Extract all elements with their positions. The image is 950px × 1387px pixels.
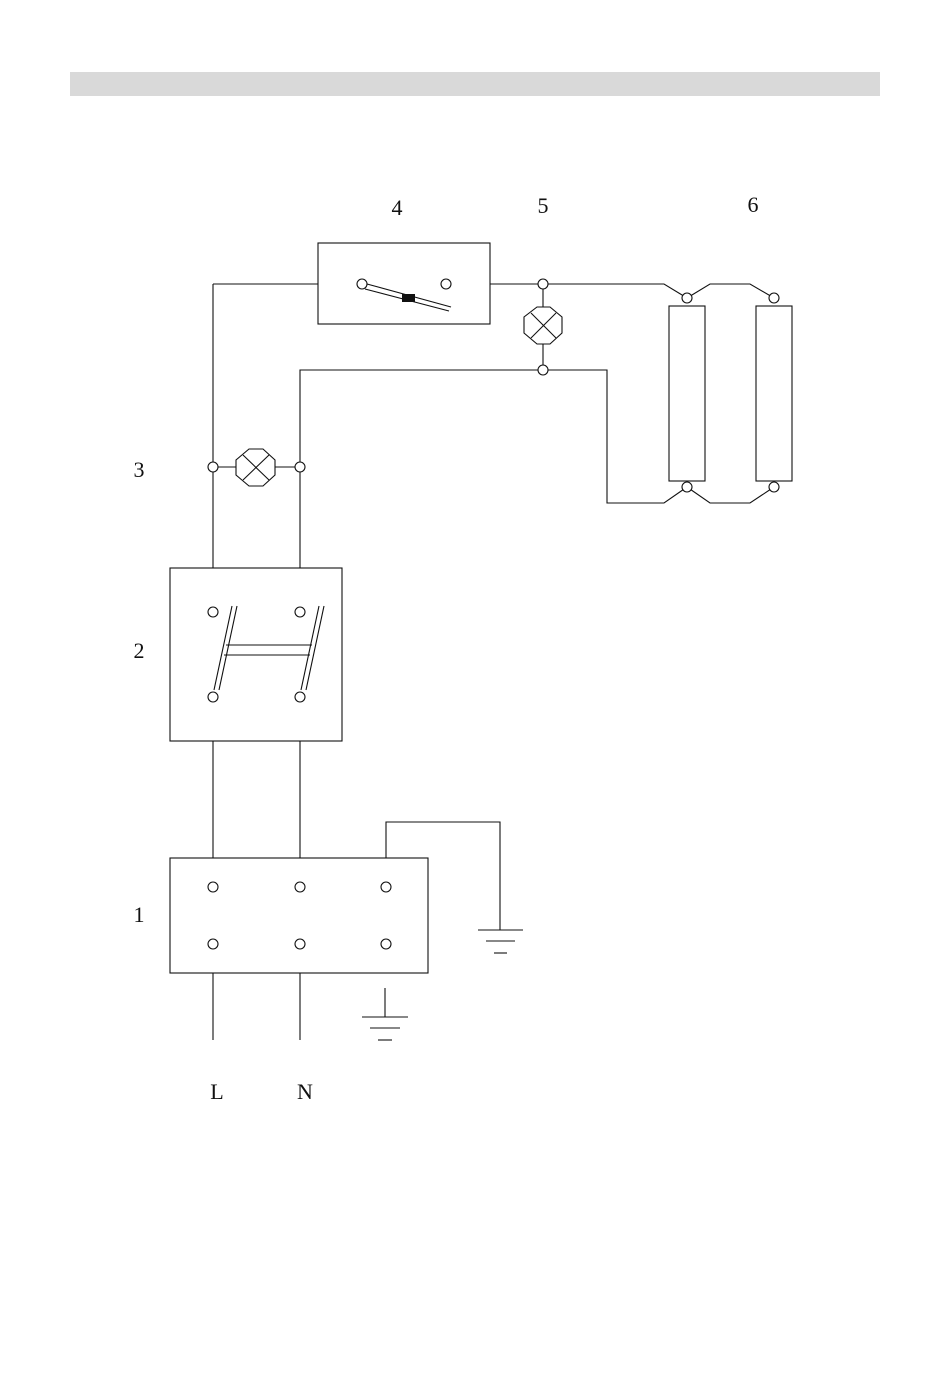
label-double-pole-switch: 2 <box>134 638 145 663</box>
label-neutral: N <box>297 1079 313 1104</box>
terminal-top-live <box>208 882 218 892</box>
label-pilot-lamp-5: 5 <box>538 193 549 218</box>
terminal-block-box <box>170 858 428 973</box>
wire-heater-bottom-link <box>687 487 774 503</box>
heater1-terminal-top <box>682 293 692 303</box>
heater1-terminal-bottom <box>682 482 692 492</box>
earth-symbol-bottom <box>362 988 408 1040</box>
thermostat <box>318 243 490 324</box>
heating-elements <box>669 293 792 492</box>
label-main-terminal: 1 <box>134 902 145 927</box>
thermostat-bimetal <box>402 294 415 302</box>
switch-terminal-bottom-left <box>208 692 218 702</box>
terminal-top-neutral <box>295 882 305 892</box>
heater2-terminal-top <box>769 293 779 303</box>
thermostat-terminal-out <box>441 279 451 289</box>
terminal-top-earth <box>381 882 391 892</box>
lamp3-terminal-right <box>295 462 305 472</box>
label-thermostat: 4 <box>392 195 403 220</box>
lamp5-terminal-top <box>538 279 548 289</box>
heater-element-2 <box>756 306 792 481</box>
wire-neutral-heater <box>300 370 687 612</box>
lamp5-terminal-bottom <box>538 365 548 375</box>
terminal-bottom-live <box>208 939 218 949</box>
double-pole-switch <box>170 568 342 741</box>
label-live: L <box>210 1079 223 1104</box>
earth-symbol-right <box>478 930 523 953</box>
heater2-terminal-bottom <box>769 482 779 492</box>
terminal-bottom-earth <box>381 939 391 949</box>
terminal-bottom-neutral <box>295 939 305 949</box>
switch-terminal-bottom-right <box>295 692 305 702</box>
lamp3-terminal-left <box>208 462 218 472</box>
heater-element-1 <box>669 306 705 481</box>
switch-terminal-top-right <box>295 607 305 617</box>
thermostat-box <box>318 243 490 324</box>
label-heating-elements: 6 <box>748 192 759 217</box>
wire-heater-top-link <box>687 284 774 298</box>
switch-terminal-top-left <box>208 607 218 617</box>
main-terminal-block <box>170 858 428 973</box>
thermostat-terminal-in <box>357 279 367 289</box>
label-pilot-lamp-3: 3 <box>134 457 145 482</box>
